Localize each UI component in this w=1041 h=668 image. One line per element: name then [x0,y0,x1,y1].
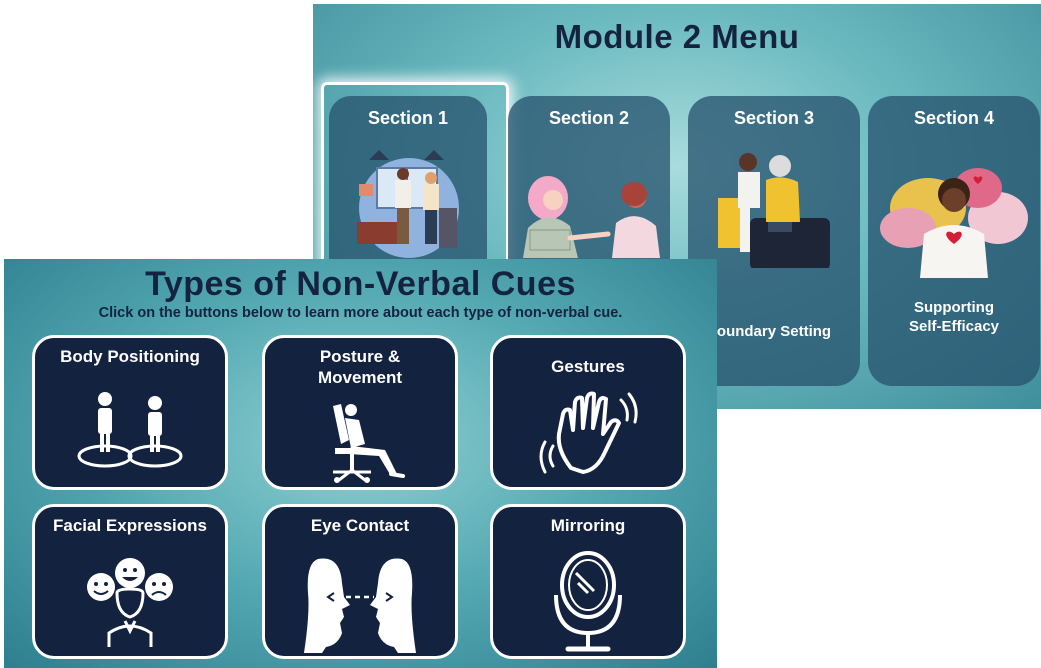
posture-movement-label: Posture & Movement [317,347,403,387]
waving-hand-icon [539,391,638,474]
menu-title: Module 2 Menu [554,18,800,55]
cues-title: Types of Non-Verbal Cues [145,265,576,303]
section-3-title: Section 3 [733,108,815,128]
non-verbal-cues-slide: Types of Non-Verbal Cues Click on the bu… [4,259,717,668]
gestures-button[interactable]: Gestures [490,335,686,490]
gestures-label: Gestures [551,357,625,376]
mirroring-button[interactable]: Mirroring [490,504,686,659]
eye-contact-label: Eye Contact [310,516,410,535]
eye-contact-icon [304,558,416,653]
mirroring-label: Mirroring [550,516,626,535]
section-4-card[interactable]: Section 4 Supporting Self-Efficacy [868,96,1040,386]
body-positioning-label: Body Positioning [60,347,200,366]
body-positioning-button[interactable]: Body Positioning [32,335,228,490]
section-3-subtitle: oundary Setting [716,323,832,340]
section-2-title: Section 2 [548,108,630,128]
mirror-icon [554,551,622,652]
posture-movement-button[interactable]: Posture & Movement [262,335,458,490]
conversation-illustration [523,176,660,258]
section-1-title: Section 1 [367,108,449,128]
seated-conversation-illustration [718,153,830,268]
posture-chair-icon [333,404,405,483]
body-positioning-icon [77,392,183,468]
facial-expressions-button[interactable]: Facial Expressions [32,504,228,659]
section-4-subtitle: Supporting Self-Efficacy [908,299,1000,335]
faces-icon [87,558,173,647]
office-illustration [357,150,459,258]
section-1-selection-frame [321,82,509,288]
self-love-illustration [880,168,1028,278]
eye-contact-button[interactable]: Eye Contact [262,504,458,659]
section-4-title: Section 4 [913,108,995,128]
cues-instructions: Click on the buttons below to learn more… [98,305,623,321]
facial-expressions-label: Facial Expressions [52,516,208,535]
